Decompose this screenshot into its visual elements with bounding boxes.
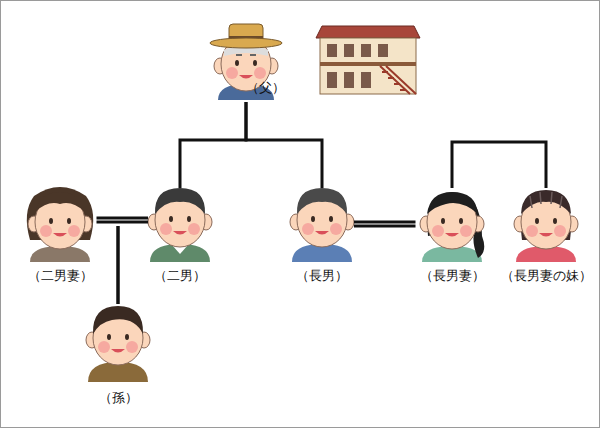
- family-line: [117, 226, 120, 304]
- person-node: （父）: [212, 20, 289, 102]
- family-line: [452, 142, 546, 188]
- person-label: （二男妻）: [26, 268, 95, 284]
- eldest-son-wife-figure: [420, 192, 484, 262]
- family-line: [180, 102, 246, 188]
- person-label: （孫）: [88, 390, 148, 406]
- person-node: （長男妻の妹）: [499, 188, 594, 284]
- family-line: [117, 226, 120, 304]
- second-son-wife-figure: [27, 187, 93, 262]
- eldest-son-figure: [290, 188, 354, 262]
- person-node: （孫）: [88, 304, 148, 406]
- person-node: （長男妻）: [418, 188, 487, 284]
- family-line: [246, 102, 322, 188]
- second-son-figure: [148, 188, 212, 262]
- apartment-building: [316, 26, 420, 94]
- family-line: [354, 222, 416, 226]
- person-label: （長男妻）: [418, 268, 487, 284]
- person-node: （長男）: [292, 188, 352, 284]
- person-label: （長男妻の妹）: [499, 268, 594, 284]
- person-label: （二男）: [150, 268, 210, 284]
- person-label: （長男）: [292, 268, 352, 284]
- person-label: （父）: [246, 80, 285, 96]
- person-node: （二男妻）: [26, 188, 95, 284]
- grandchild-figure: [86, 306, 150, 382]
- sister-figure: [514, 190, 578, 262]
- family-line: [97, 218, 149, 222]
- person-node: （二男）: [150, 188, 210, 284]
